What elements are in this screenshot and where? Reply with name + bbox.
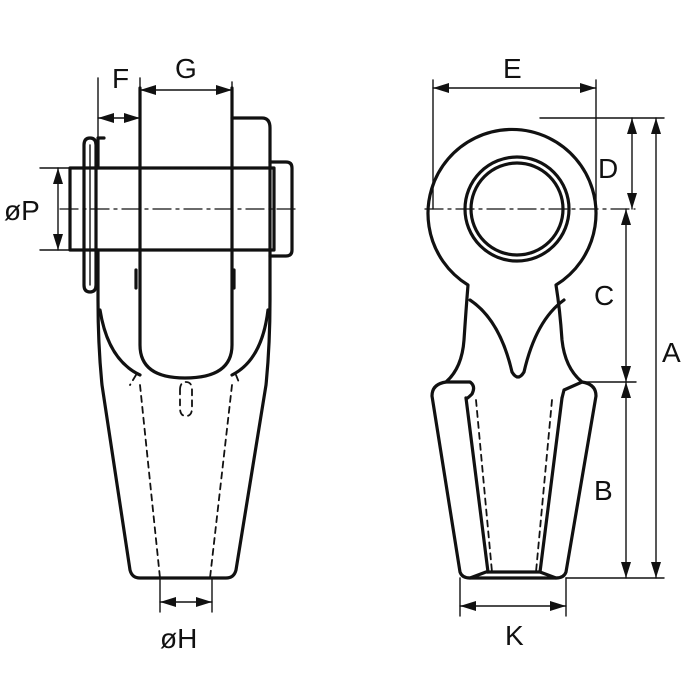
dim-g-label: G <box>175 53 197 84</box>
side-view-shoulder-right <box>230 308 270 377</box>
side-view-inspection-slot <box>179 381 193 417</box>
dim-g-arrow-right <box>216 85 232 95</box>
dim-d-arrow-top <box>627 118 637 134</box>
dim-c-arrow-top <box>621 209 631 225</box>
side-view-dimensions: F G øP øH <box>4 53 233 654</box>
dim-k-arrow-left <box>460 601 476 611</box>
front-view-cone-right-wall <box>538 396 564 574</box>
dim-p-arrow-top <box>53 168 63 184</box>
front-view <box>424 127 636 580</box>
dim-e-arrow-left <box>433 83 449 93</box>
dim-c-label: C <box>594 280 614 311</box>
side-view-cone-hidden <box>139 384 233 579</box>
dim-f-arrow-right <box>124 113 140 123</box>
dim-h-arrow-left <box>160 597 176 607</box>
dim-h-label: øH <box>160 623 197 654</box>
dim-a-arrow-top <box>651 118 661 134</box>
front-view-bottom-lip <box>468 570 558 580</box>
front-view-cone-left-wall <box>464 396 490 574</box>
side-view-jaw-slot <box>138 86 234 380</box>
dim-d-label: D <box>598 153 618 184</box>
front-view-v-transition <box>468 298 566 379</box>
side-view-left-jaw <box>96 136 106 170</box>
dim-e-label: E <box>503 53 522 84</box>
front-view-cone-right-top <box>560 380 584 400</box>
side-view-shoulder-left <box>98 308 142 377</box>
dim-a-arrow-bottom <box>651 562 661 578</box>
front-view-dimensions: E D C B A K <box>432 53 681 651</box>
front-view-cone-hidden <box>475 399 553 573</box>
side-view <box>59 86 301 580</box>
side-view-cone-hidden-inner <box>129 374 241 386</box>
dim-b-label: B <box>594 475 613 506</box>
side-view-cotter-pin <box>82 136 98 294</box>
dim-k-label: K <box>505 620 524 651</box>
side-view-body-outline <box>96 116 272 580</box>
dim-f-arrow-left <box>98 113 114 123</box>
dim-p-arrow-bottom <box>53 234 63 250</box>
dim-h-arrow-right <box>196 597 212 607</box>
dim-e-arrow-right <box>580 83 596 93</box>
dim-p-label: øP <box>4 195 40 226</box>
dim-f-label: F <box>112 63 129 94</box>
dim-a-label: A <box>662 337 681 368</box>
dim-b-arrow-top <box>621 382 631 398</box>
dim-d-arrow-bottom <box>627 193 637 209</box>
front-view-cone-top-notch <box>444 380 476 401</box>
front-view-body-outline <box>426 127 598 580</box>
dim-k-arrow-right <box>550 601 566 611</box>
dim-b-arrow-bottom <box>621 562 631 578</box>
dim-c-arrow-bottom <box>621 366 631 382</box>
dim-g-arrow-left <box>140 85 156 95</box>
